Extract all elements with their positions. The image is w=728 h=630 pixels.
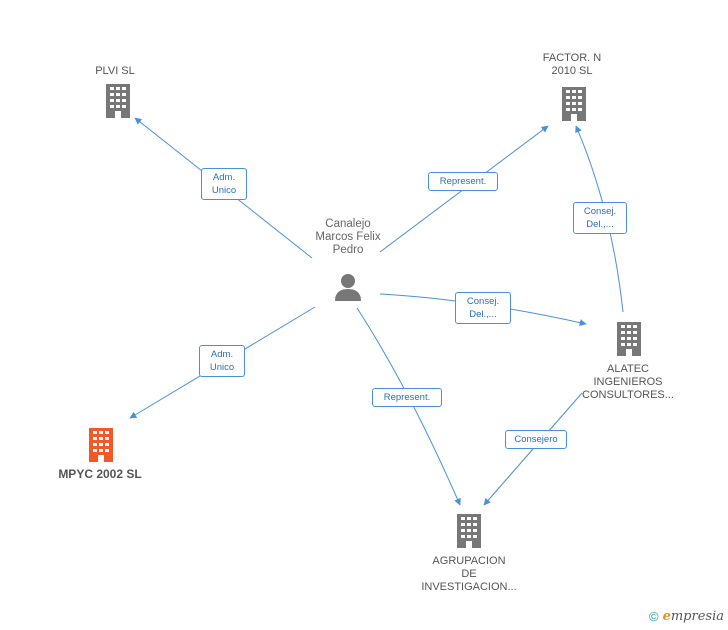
empresia-watermark: © empresia [649,609,724,624]
edge-label-represent-agrupacion[interactable]: Represent. [372,388,442,407]
company-label-factor[interactable]: FACTOR. N 2010 SL [542,52,602,77]
company-label-plvi[interactable]: PLVI SL [95,65,135,77]
company-label-agrupacion[interactable]: AGRUPACION DE INVESTIGACION... [421,555,517,593]
company-label-alatec[interactable]: ALATEC INGENIEROS CONSULTORES... [582,363,674,401]
company-label-mpyc[interactable]: MPYC 2002 SL [58,467,142,481]
edge-label-consej-alatec[interactable]: Consej. Del.,... [455,292,511,324]
edge-consejero-agrupacion [483,392,583,506]
building-icon[interactable] [454,514,484,548]
copyright-icon: © [648,609,659,624]
edge-label-consej-factor[interactable]: Consej. Del.,... [573,202,627,234]
edge-label-represent-factor[interactable]: Represent. [428,172,498,191]
edge-label-adm-unico-mpyc[interactable]: Adm. Unico [199,345,245,377]
building-icon[interactable] [103,84,133,118]
person-icon[interactable] [333,272,363,302]
building-icon-highlighted[interactable] [86,428,116,462]
person-node-label[interactable]: Canalejo Marcos Felix Pedro [315,218,381,256]
brand-logo: empresia [662,609,724,624]
edge-label-adm-unico-plvi[interactable]: Adm. Unico [201,168,247,200]
building-icon[interactable] [614,322,644,356]
edge-label-consejero[interactable]: Consejero [505,430,567,449]
building-icon[interactable] [559,87,589,121]
